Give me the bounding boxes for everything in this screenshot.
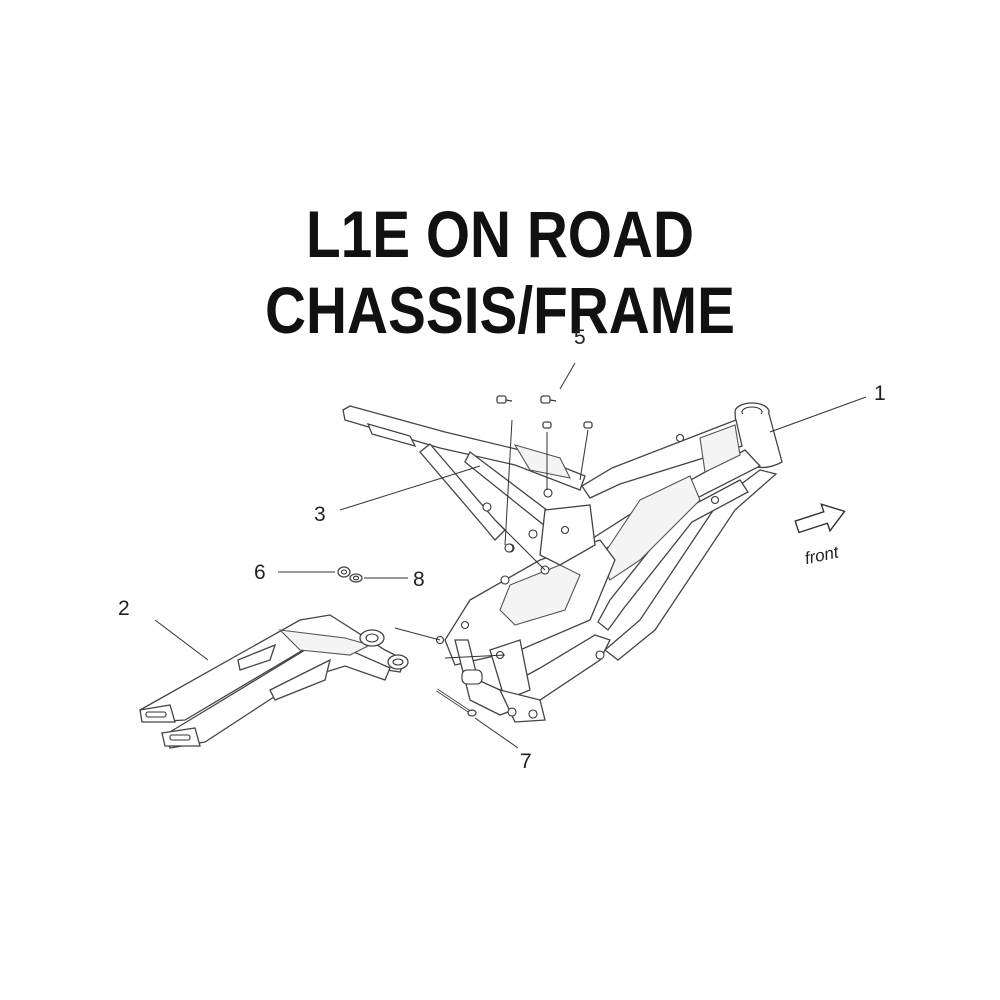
diagram-title: L1E ON ROAD CHASSIS/FRAME: [265, 197, 735, 347]
main-frame: [435, 402, 783, 723]
callout-7: 7: [474, 717, 532, 773]
callout-5: 5: [559, 326, 586, 390]
callout-label-8: 8: [413, 568, 425, 591]
callout-label-3: 3: [314, 503, 326, 526]
callout-6: 6: [254, 561, 335, 584]
callout-2: 2: [118, 597, 209, 661]
pivot-axle: [436, 688, 477, 717]
callout-8: 8: [364, 568, 425, 591]
callout-label-5: 5: [574, 326, 586, 349]
bolts: [496, 395, 593, 429]
callout-3: 3: [314, 465, 481, 526]
callout-label-6: 6: [254, 561, 266, 584]
callout-label-7: 7: [520, 750, 532, 773]
callout-label-1: 1: [874, 382, 886, 405]
callout-label-2: 2: [118, 597, 130, 620]
nut: [337, 566, 351, 578]
washer: [349, 573, 363, 583]
rear-subframe: [342, 405, 596, 566]
front-direction-arrow-icon: [794, 503, 846, 534]
front-label: front: [803, 542, 841, 568]
swing-arm: [139, 614, 409, 749]
callout-1: 1: [769, 382, 886, 433]
assembly-arrows: [394, 419, 589, 659]
